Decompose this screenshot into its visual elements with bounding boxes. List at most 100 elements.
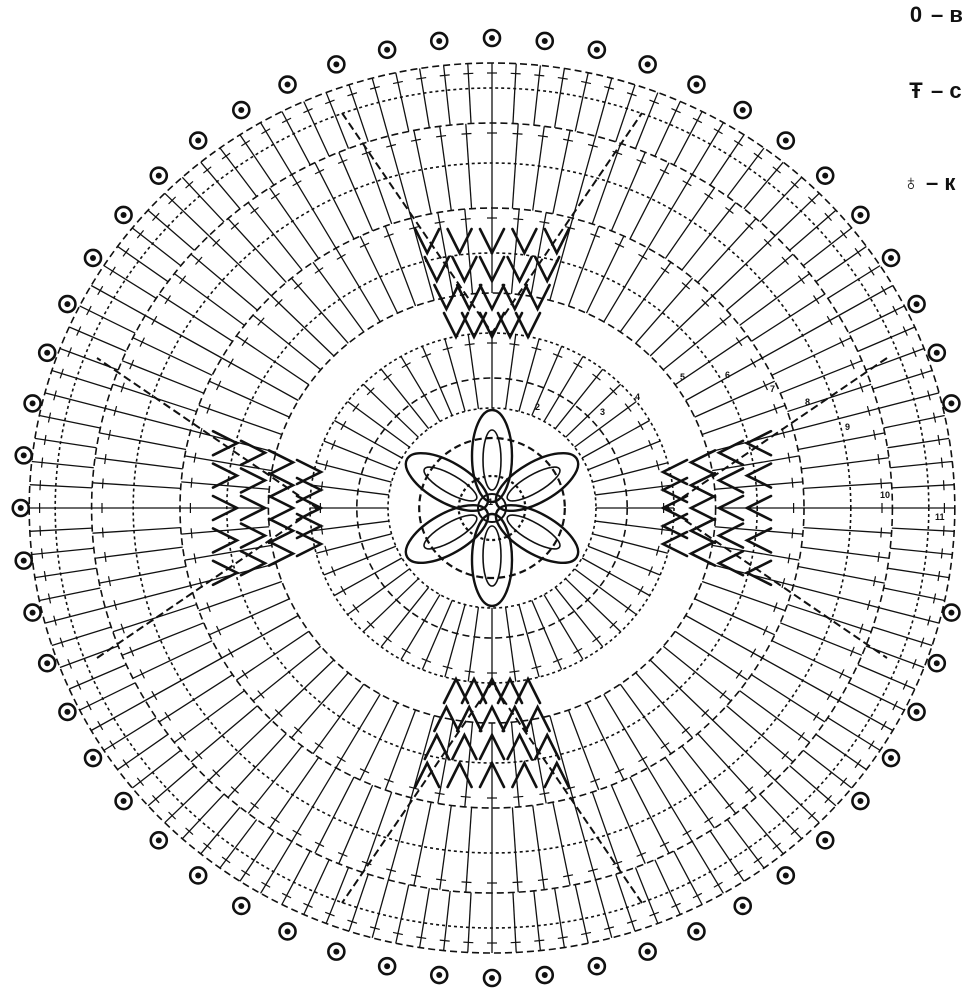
- stitch-line: [159, 675, 233, 722]
- stitch-crossbar: [754, 857, 762, 863]
- stitch-line: [635, 93, 657, 149]
- stitch-line: [803, 528, 891, 534]
- stitch-line: [381, 369, 428, 429]
- picot-knot: [783, 138, 789, 144]
- stitch-crossbar: [827, 691, 832, 700]
- stitch-crossbar: [513, 796, 523, 797]
- stitch-line: [596, 880, 612, 938]
- stitch-crossbar: [513, 133, 523, 134]
- stitch-line: [228, 734, 286, 798]
- stitch-line: [828, 266, 880, 299]
- stitch-line: [532, 600, 562, 669]
- stitch-crossbar: [773, 843, 781, 849]
- stitch-line: [727, 148, 764, 197]
- stitch-crossbar: [241, 140, 249, 145]
- stitch-line: [148, 766, 194, 806]
- picot-knot: [645, 949, 651, 955]
- stitch-crossbar: [944, 480, 945, 490]
- stitch-line: [582, 421, 650, 459]
- stitch-line: [191, 254, 257, 310]
- round-number: 4: [635, 392, 640, 402]
- stitch-line: [740, 691, 810, 743]
- stitch-line: [291, 673, 348, 738]
- chain-ring: [419, 438, 565, 578]
- stitch-crossbar: [944, 526, 945, 536]
- stitch-crossbar: [103, 528, 104, 538]
- stitch-crossbar: [705, 193, 713, 199]
- stitch-line: [248, 203, 302, 270]
- stitch-crossbar: [462, 133, 472, 134]
- stitch-line: [240, 135, 274, 185]
- stitch-line: [513, 892, 516, 952]
- stitch-line: [760, 177, 802, 222]
- stitch-line: [879, 393, 939, 409]
- stitch-line: [710, 831, 744, 881]
- picot-knot: [121, 212, 127, 218]
- stitch-line: [261, 123, 292, 175]
- legend-item-picot: ♁– к: [900, 170, 955, 196]
- stitch-line: [519, 605, 539, 677]
- stitch-line: [588, 441, 660, 470]
- stitch-line: [566, 384, 621, 437]
- stitch-crossbar: [792, 528, 793, 538]
- stitch-line: [348, 569, 410, 615]
- stitch-crossbar: [660, 842, 669, 846]
- stitch-line: [336, 694, 380, 768]
- stitch-line: [45, 608, 105, 624]
- stitch-line: [313, 262, 364, 332]
- stitch-line: [165, 780, 209, 822]
- stitch-crossbar: [165, 296, 171, 304]
- picot-symbol-icon: ♁: [900, 170, 922, 196]
- stitch-crossbar: [538, 136, 548, 137]
- stitch-line: [655, 101, 680, 156]
- stitch-crossbar: [513, 882, 523, 883]
- stitch-line: [324, 546, 396, 575]
- stitch-line: [798, 567, 885, 584]
- stitch-line: [326, 867, 348, 923]
- stitch-line: [586, 703, 623, 780]
- stitch-line: [531, 720, 546, 804]
- stitch-crossbar: [788, 553, 790, 563]
- stitch-crossbar: [798, 732, 804, 740]
- stitch-line: [118, 734, 168, 769]
- stitch-line: [422, 346, 452, 415]
- stitch-crossbar: [513, 219, 523, 220]
- stitch-line: [174, 274, 244, 326]
- stitch-line: [663, 646, 731, 701]
- stitch-crossbar: [878, 552, 879, 562]
- stitch-line: [220, 148, 257, 197]
- stitch-line: [648, 768, 692, 842]
- stitch-crossbar: [625, 404, 631, 412]
- stitch-line: [45, 393, 105, 409]
- stitch-crossbar: [941, 548, 942, 558]
- stitch-line: [291, 278, 348, 343]
- stitch-line: [710, 135, 744, 185]
- stitch-line: [511, 209, 519, 294]
- stitch-crossbar: [337, 254, 346, 259]
- stitch-line: [620, 262, 671, 332]
- stitch-line: [892, 485, 954, 488]
- picot-knot: [542, 38, 548, 44]
- stitch-crossbar: [592, 636, 600, 642]
- stitch-line: [52, 627, 111, 646]
- stitch-line: [99, 567, 186, 584]
- stitch-line: [316, 463, 391, 482]
- stitch-line: [261, 841, 292, 893]
- stitch-line: [113, 604, 197, 631]
- stitch-line: [253, 646, 321, 701]
- stitch-line: [326, 93, 348, 149]
- picot-knot: [333, 61, 339, 67]
- stitch-crossbar: [638, 254, 647, 259]
- stitch-line: [313, 684, 364, 754]
- stitch-line: [240, 831, 274, 881]
- stitch-line: [466, 807, 472, 892]
- stitch-line: [592, 534, 667, 553]
- stitch-crossbar: [751, 359, 756, 368]
- stitch-crossbar: [98, 721, 103, 730]
- picot-knot: [18, 505, 24, 511]
- stitch-crossbar: [792, 478, 793, 488]
- stitch-crossbar: [509, 344, 519, 345]
- stitch-crossbar: [152, 316, 157, 325]
- stitch-crossbar: [105, 454, 106, 464]
- stitch-crossbar: [893, 306, 898, 315]
